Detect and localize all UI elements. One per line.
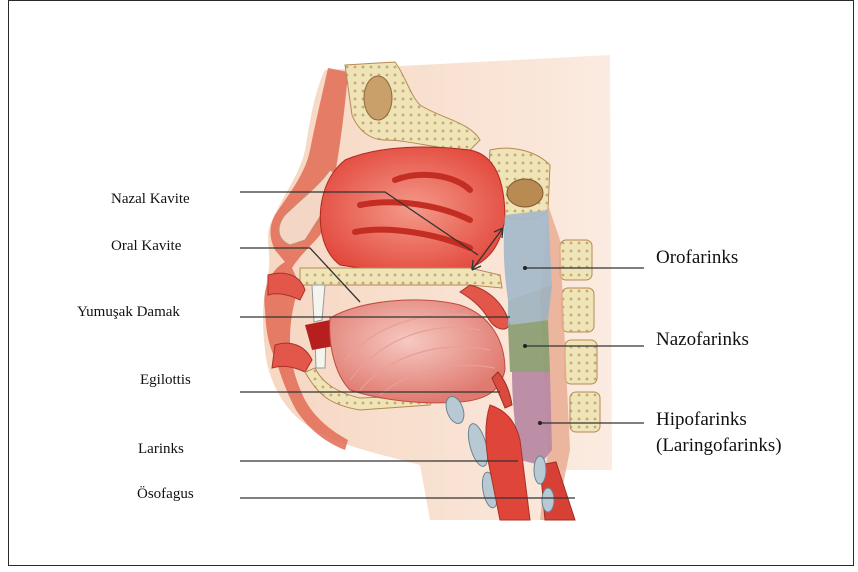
label-orofarinks: Orofarinks	[656, 246, 738, 270]
label-oral-kavite: Oral Kavite	[111, 238, 181, 255]
label-egilottis: Egilottis	[140, 372, 191, 389]
label-osofagus: Ösofagus	[137, 486, 194, 503]
nasopharynx-region	[504, 210, 552, 300]
label-nazofarinks: Nazofarinks	[656, 328, 749, 352]
frontal-sinus	[364, 76, 392, 120]
label-yumusak-damak: Yumuşak Damak	[77, 304, 180, 321]
tongue	[330, 300, 505, 403]
label-larinks: Larinks	[138, 441, 184, 458]
label-nazal-kavite: Nazal Kavite	[111, 191, 190, 208]
nasal-cavity	[320, 147, 505, 271]
label-hipofarinks: Hipofarinks	[656, 408, 747, 432]
sphenoid-sinus	[507, 179, 543, 207]
label-laringofarinks: (Laringofarinks)	[656, 434, 782, 458]
